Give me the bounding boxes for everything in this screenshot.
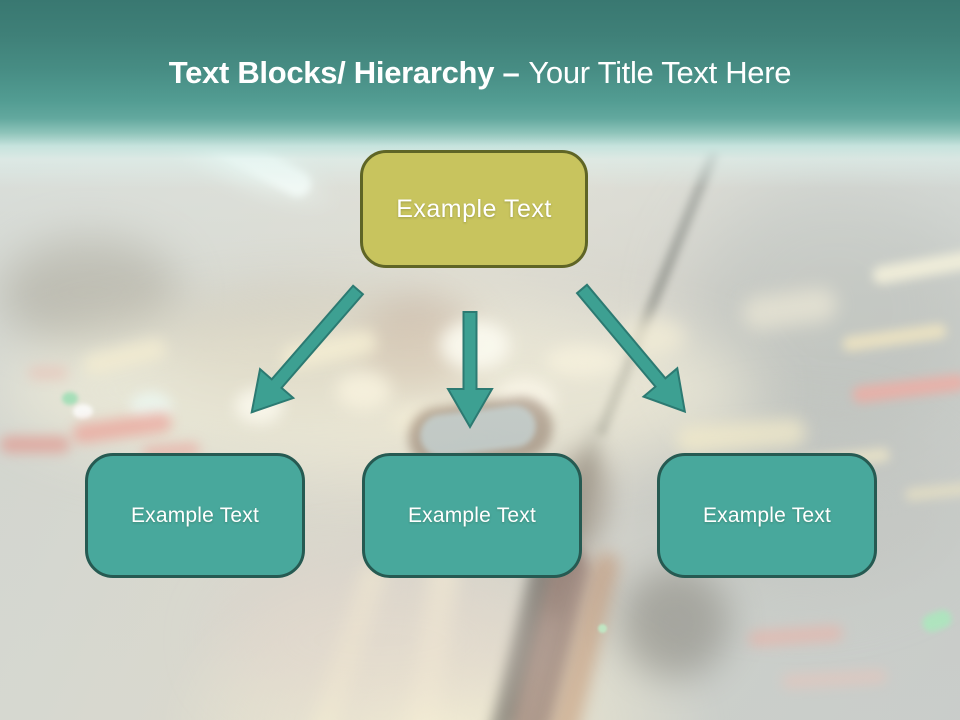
child-text-block-2: Example Text — [362, 453, 582, 578]
slide-title-regular: Your Title Text Here — [528, 55, 792, 90]
child-text-block-1: Example Text — [85, 453, 305, 578]
child-text-block-3-label: Example Text — [702, 503, 832, 527]
child-text-block-1-label: Example Text — [130, 503, 260, 527]
arrow-to-child-2 — [446, 311, 494, 429]
arrow-to-child-1 — [250, 284, 365, 414]
slide-title: Text Blocks/ Hierarchy –Your Title Text … — [0, 54, 960, 92]
child-text-block-3: Example Text — [657, 453, 877, 578]
root-text-block-label: Example Text — [396, 194, 552, 223]
arrow-to-child-3 — [575, 283, 687, 414]
child-text-block-2-label: Example Text — [407, 503, 537, 527]
slide-title-bold: Text Blocks/ Hierarchy – — [168, 55, 520, 90]
root-text-block: Example Text — [360, 150, 588, 268]
